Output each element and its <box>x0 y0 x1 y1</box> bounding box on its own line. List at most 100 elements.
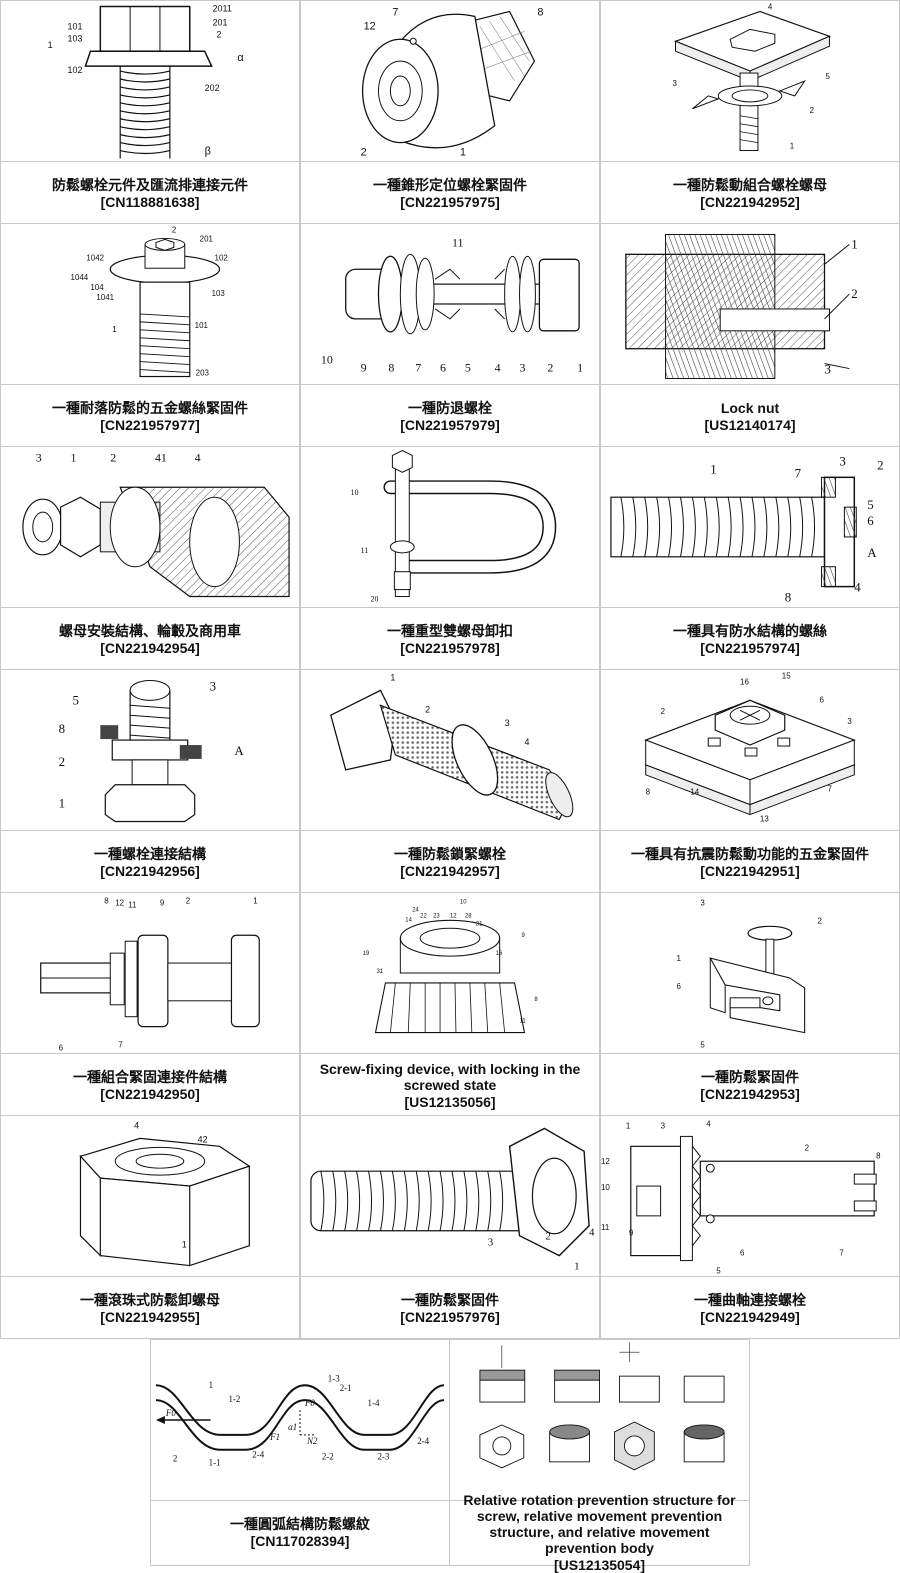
figure-label: 2 <box>805 1143 810 1152</box>
patent-title: Lock nut <box>721 400 779 416</box>
figure-label: 8 <box>876 1151 881 1160</box>
figure-label: 19 <box>363 951 370 957</box>
figure-label: 8 <box>104 896 109 905</box>
figure-label: 2 <box>810 106 815 115</box>
figure-label: 3 <box>700 898 705 907</box>
figure-label: 1-3 <box>328 1373 340 1383</box>
patent-cell: 1 3 4 2 8 12 10 11 9 5 6 7 一種曲軸連接螺栓 [CN2… <box>600 1115 900 1339</box>
figure-label: 22 <box>420 913 427 919</box>
figure-label: 3 <box>36 450 42 464</box>
patent-title: 一種圓弧結構防鬆螺紋 <box>230 1516 370 1532</box>
patent-title: 一種防鬆鎖緊螺栓 <box>394 846 506 862</box>
patent-number: [CN221942949] <box>700 1309 800 1325</box>
patent-cell: Relative rotation prevention structure f… <box>449 1339 750 1566</box>
patent-title: 一種重型雙螺母卸扣 <box>387 623 513 639</box>
patent-number: [CN221942952] <box>700 194 800 210</box>
figure-label: 1 <box>182 1240 187 1250</box>
figure-label: 1041 <box>96 293 114 302</box>
figure-label: 12 <box>450 913 457 919</box>
patent-title: 一種具有抗震防鬆動功能的五金緊固件 <box>631 846 869 862</box>
figure-label: 4 <box>495 361 501 375</box>
figure-label: 4 <box>134 1120 139 1130</box>
patent-caption: 一種錐形定位螺栓緊固件 [CN221957975] <box>301 161 599 224</box>
patent-number: [CN221942950] <box>100 1086 200 1102</box>
patent-cell: 4 3 5 2 1 一種防鬆動組合螺栓螺母 [CN221942952] <box>600 0 900 224</box>
figure-label: 1 <box>71 450 77 464</box>
figure-label: 2011 <box>213 3 232 13</box>
figure-label: 1 <box>577 361 583 375</box>
figure-label: 10 <box>351 488 359 497</box>
patent-figure: 11 10 9 8 7 6 5 4 3 2 1 <box>301 224 599 384</box>
patent-figure: 1 2 3 4 <box>301 670 599 830</box>
figure-label: 2 <box>361 147 367 159</box>
patent-figure: 3 2 1 6 5 <box>601 893 899 1053</box>
patent-figure: 1 3 4 2 8 12 10 11 9 5 6 7 <box>601 1116 899 1276</box>
figure-label: 2 <box>851 286 857 301</box>
figure-label: 2 <box>661 707 666 716</box>
patent-caption: 一種防鬆緊固件 [CN221942953] <box>601 1053 899 1116</box>
figure-label: 28 <box>465 913 472 919</box>
patent-figure: 1 7 3 2 5 6 A 8 4 <box>601 447 899 607</box>
patent-caption: 螺母安裝結構、輪轂及商用車 [CN221942954] <box>1 607 299 670</box>
figure-label: 11 <box>601 1223 610 1232</box>
patent-number: [US12135054] <box>554 1557 645 1573</box>
patent-title: 一種防鬆緊固件 <box>701 1069 799 1085</box>
patent-number: [CN118881638] <box>101 194 200 210</box>
patent-figure: 8 12 11 9 2 1 6 7 <box>1 893 299 1053</box>
patent-cell: 8 12 11 9 2 1 6 7 一種組合緊固連接件結構 [CN2219429… <box>0 892 300 1116</box>
figure-label: 6 <box>676 982 681 991</box>
figure-label: 3 <box>520 361 526 375</box>
patent-number: [CN221942953] <box>700 1086 800 1102</box>
figure-label: 8 <box>785 590 791 605</box>
figure-label: 103 <box>68 33 83 43</box>
patent-cell: 12 7 8 2 1 一種錐形定位螺栓緊固件 [CN221957975] <box>300 0 600 224</box>
figure-label: 2-4 <box>417 1436 429 1446</box>
figure-label: 5 <box>716 1266 721 1275</box>
patent-figure: 3 5 8 A 2 1 <box>1 670 299 830</box>
figure-label: 102 <box>215 253 229 262</box>
figure-label: 1 <box>710 461 716 476</box>
patent-caption: 一種曲軸連接螺栓 [CN221942949] <box>601 1276 899 1339</box>
figure-label: 41 <box>155 450 167 464</box>
figure-label: 10 <box>601 1183 610 1192</box>
figure-label: 1 <box>48 40 53 50</box>
patent-caption: 一種防鬆動組合螺栓螺母 [CN221942952] <box>601 161 899 224</box>
patent-number: [CN221957978] <box>400 640 500 656</box>
figure-label: 8 <box>646 788 651 797</box>
figure-label: 6 <box>59 1043 64 1052</box>
patent-figure: 12 7 8 2 1 <box>301 1 599 161</box>
figure-label: F0 <box>304 1398 315 1408</box>
figure-label: 8 <box>537 6 543 18</box>
figure-label: 9 <box>361 361 367 375</box>
patent-cell: 1 2 3 4 一種防鬆鎖緊螺栓 [CN221942957] <box>300 669 600 893</box>
figure-label: F0 <box>165 1408 176 1418</box>
figure-label: A <box>234 743 244 758</box>
figure-label: 8 <box>534 997 538 1003</box>
figure-label: N2 <box>306 1436 318 1446</box>
patent-cell: 10 11 20 一種重型雙螺母卸扣 [CN221957978] <box>300 446 600 670</box>
figure-label: 12 <box>364 20 376 32</box>
figure-label: 31 <box>376 969 383 975</box>
patent-title: 一種耐落防鬆的五金螺絲緊固件 <box>52 400 248 416</box>
figure-label: 8 <box>388 361 394 375</box>
patent-caption: 一種具有抗震防鬆動功能的五金緊固件 [CN221942951] <box>601 830 899 893</box>
figure-label: 1 <box>460 147 466 159</box>
figure-label: 42 <box>198 1134 208 1144</box>
patent-cell: 10 24 14 22 23 12 28 31 9 19 16 31 8 11 <box>300 892 600 1116</box>
patent-title: 防鬆螺栓元件及匯流排連接元件 <box>52 177 248 193</box>
patent-caption: 一種防退螺栓 [CN221957979] <box>301 384 599 447</box>
patent-number: [CN221957979] <box>400 417 500 433</box>
figure-label: α <box>237 52 243 64</box>
patent-cell: 3 2 1 6 5 一種防鬆緊固件 [CN221942953] <box>600 892 900 1116</box>
patent-number: [US12140174] <box>704 417 795 433</box>
patent-title: 一種滾珠式防鬆卸螺母 <box>80 1292 220 1308</box>
patent-caption: 防鬆螺栓元件及匯流排連接元件 [CN118881638] <box>1 161 299 224</box>
patent-cell: 2 201 1042 102 1044 103 104 1041 1 101 2… <box>0 223 300 447</box>
figure-label: 7 <box>839 1249 844 1258</box>
patent-cell: 1 1-2 1-3 2-1 1-4 F0 F0 α1 F1 N2 2 1-1 2… <box>150 1339 450 1566</box>
patent-title: Screw-fixing device, with locking in the… <box>309 1061 591 1093</box>
patent-caption: Screw-fixing device, with locking in the… <box>301 1053 599 1116</box>
figure-label: 1 <box>209 1380 213 1390</box>
patent-figure: 1 4 2 3 <box>301 1116 599 1276</box>
patent-cell: 3 5 8 A 2 1 一種螺栓連接結構 [CN221942956] <box>0 669 300 893</box>
